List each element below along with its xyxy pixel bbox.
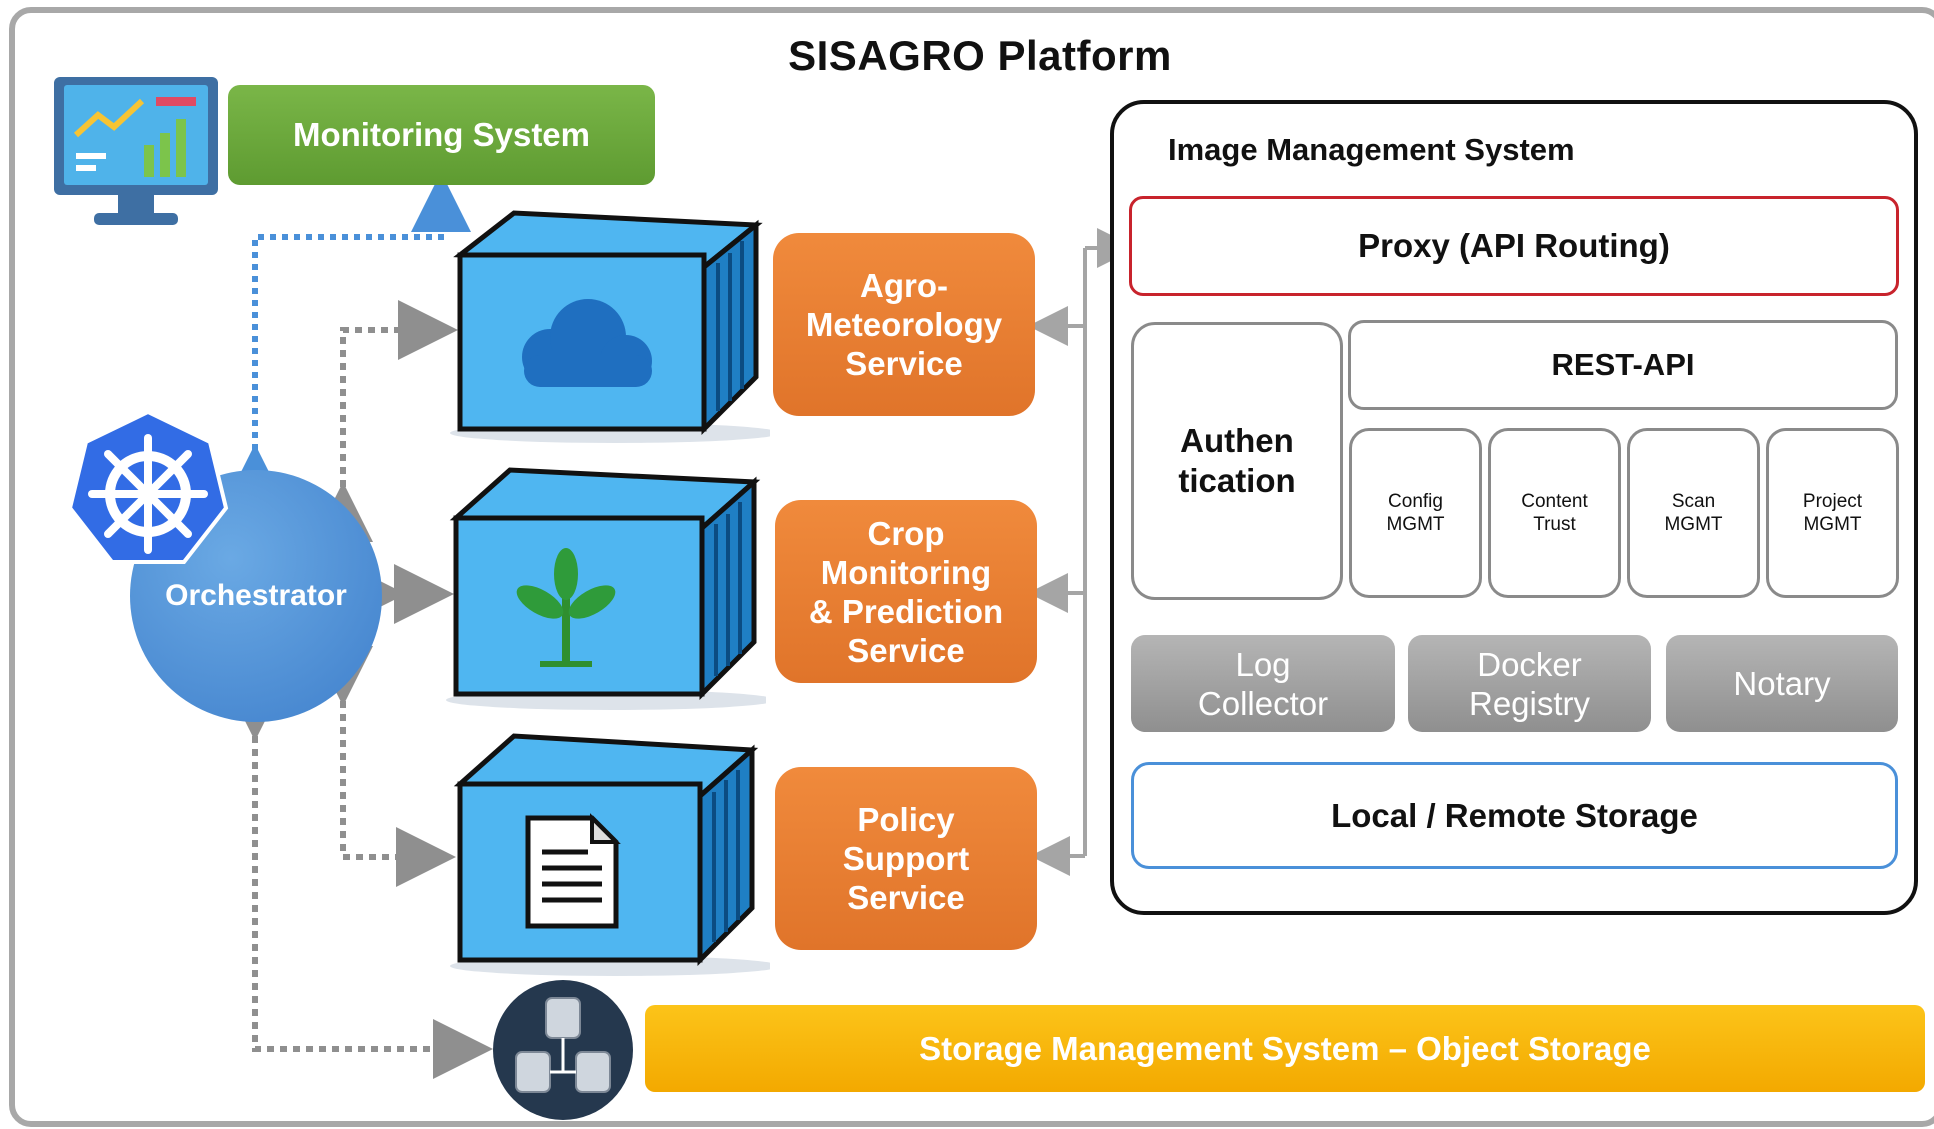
orchestrator-agro-link <box>313 300 458 542</box>
log-collector-box: Log Collector <box>1131 635 1395 732</box>
content-trust-box: Content Trust <box>1488 428 1621 598</box>
monitoring-link <box>225 172 471 504</box>
config-mgmt-box: Config MGMT <box>1349 428 1482 598</box>
cloud-icon <box>522 299 652 387</box>
crop-monitoring-service: Crop Monitoring & Prediction Service <box>775 500 1037 683</box>
crop-container <box>446 467 766 710</box>
rest-api-box: REST-API <box>1348 320 1898 410</box>
orchestrator-policy-link <box>313 646 456 887</box>
docker-registry-box: Docker Registry <box>1408 635 1651 732</box>
notary-box: Notary <box>1666 635 1898 732</box>
object-storage-bar: Storage Management System – Object Stora… <box>645 1005 1925 1092</box>
monitor-chart-icon <box>54 77 218 225</box>
proxy-api-routing: Proxy (API Routing) <box>1129 196 1899 296</box>
kubernetes-helm-icon <box>67 409 229 564</box>
scan-mgmt-box: Scan MGMT <box>1627 428 1760 598</box>
policy-container <box>450 733 770 976</box>
policy-support-service: Policy Support Service <box>775 767 1037 950</box>
image-management-title: Image Management System <box>1168 132 1575 167</box>
authentication-box: Authen tication <box>1131 322 1343 600</box>
monitoring-system-box: Monitoring System <box>228 85 655 185</box>
page-title: SISAGRO Platform <box>788 32 1172 79</box>
agro-meteorology-service: Agro- Meteorology Service <box>773 233 1035 416</box>
project-mgmt-box: Project MGMT <box>1766 428 1899 598</box>
local-remote-storage: Local / Remote Storage <box>1131 762 1898 869</box>
orchestrator-storage-link <box>225 681 493 1079</box>
document-icon <box>525 813 621 929</box>
plant-sprout-icon <box>516 548 616 667</box>
database-cluster-icon <box>493 980 633 1120</box>
agro-container <box>450 210 770 443</box>
